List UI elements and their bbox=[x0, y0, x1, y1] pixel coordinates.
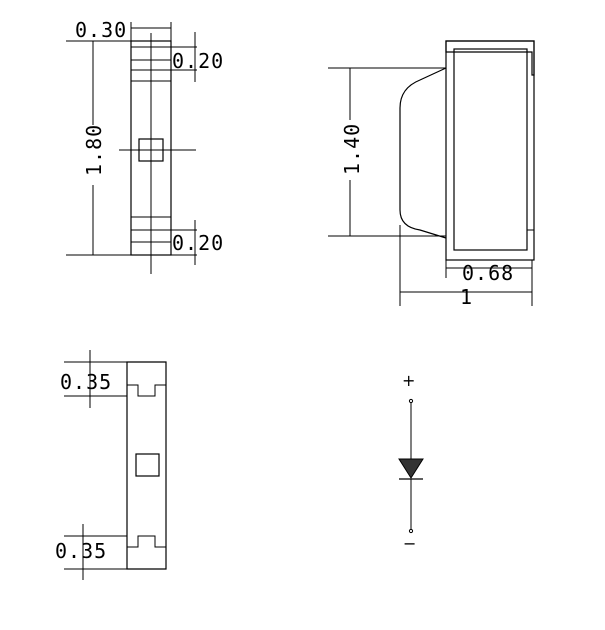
lens-dome bbox=[399, 67, 447, 239]
dim-front-height: 1.80 bbox=[82, 124, 106, 176]
front-view: 0.30 1.80 0.20 0.20 bbox=[66, 18, 224, 274]
dim-top-pad: 0.35 bbox=[60, 370, 112, 394]
diode-symbol: + − bbox=[398, 371, 424, 553]
dim-bottom-band: 0.20 bbox=[172, 231, 224, 255]
dim-body-width: 0.68 bbox=[462, 261, 514, 285]
bottom-view: 0.35 0.35 bbox=[55, 350, 167, 580]
side-view-body bbox=[453, 48, 528, 251]
anode-label: + bbox=[402, 371, 415, 390]
dim-total-width: 1 bbox=[460, 285, 473, 309]
diode-triangle bbox=[398, 458, 424, 479]
side-view-frame-top bbox=[445, 40, 535, 76]
dim-top-band: 0.20 bbox=[172, 49, 224, 73]
dim-bottom-pad: 0.35 bbox=[55, 539, 107, 563]
bottom-view-body bbox=[126, 361, 167, 570]
side-view: 1.40 0.68 1 bbox=[328, 40, 535, 309]
center-pad bbox=[135, 453, 160, 477]
dim-front-width: 0.30 bbox=[75, 18, 127, 42]
cathode-label: − bbox=[403, 534, 416, 553]
dim-side-height: 1.40 bbox=[340, 123, 364, 175]
